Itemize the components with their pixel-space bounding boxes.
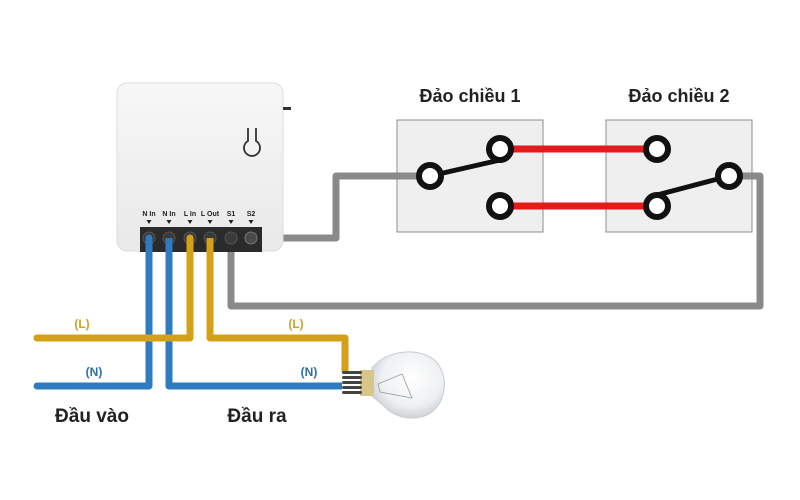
switch-1-title: Đảo chiều 1	[419, 86, 520, 106]
live-output-wire	[206, 238, 349, 372]
neutral-output-wire	[165, 238, 342, 390]
s2-wire	[251, 172, 418, 242]
input-section-label: Đầu vào	[55, 406, 129, 427]
switch-2-bottom-contact	[643, 192, 671, 220]
light-bulb-icon	[342, 351, 445, 419]
switch-1-contacts	[416, 135, 514, 220]
live-input-wire	[33, 234, 194, 342]
input-neutral-label: (N)	[86, 365, 103, 379]
switch-2-title: Đảo chiều 2	[628, 86, 729, 106]
input-live-label: (L)	[74, 317, 89, 331]
side-button	[283, 107, 291, 110]
s1-wire	[227, 172, 764, 310]
terminal-label-n-in-1: N In	[142, 211, 155, 218]
smart-switch-module	[116, 82, 284, 252]
terminal-label-n-in-2: N In	[162, 211, 175, 218]
switch-2-contacts	[643, 135, 743, 220]
switch-1-top-contact	[486, 135, 514, 163]
touch-icon	[243, 128, 261, 157]
output-live-label: (L)	[288, 317, 303, 331]
terminal-label-l-in: L In	[184, 211, 196, 218]
terminal-label-s2: S2	[247, 211, 256, 218]
output-neutral-label: (N)	[301, 365, 318, 379]
switch-1-common-contact	[416, 162, 444, 190]
terminal-label-s1: S1	[227, 211, 236, 218]
neutral-input-wire	[33, 234, 153, 390]
switch-1-bottom-contact	[486, 192, 514, 220]
terminal-arrows	[146, 220, 254, 224]
terminal-label-l-out: L Out	[201, 211, 220, 218]
terminal-strip	[140, 227, 262, 252]
output-section-label: Đầu ra	[227, 406, 287, 427]
switch-2-common-contact	[715, 162, 743, 190]
switch-2-top-contact	[643, 135, 671, 163]
